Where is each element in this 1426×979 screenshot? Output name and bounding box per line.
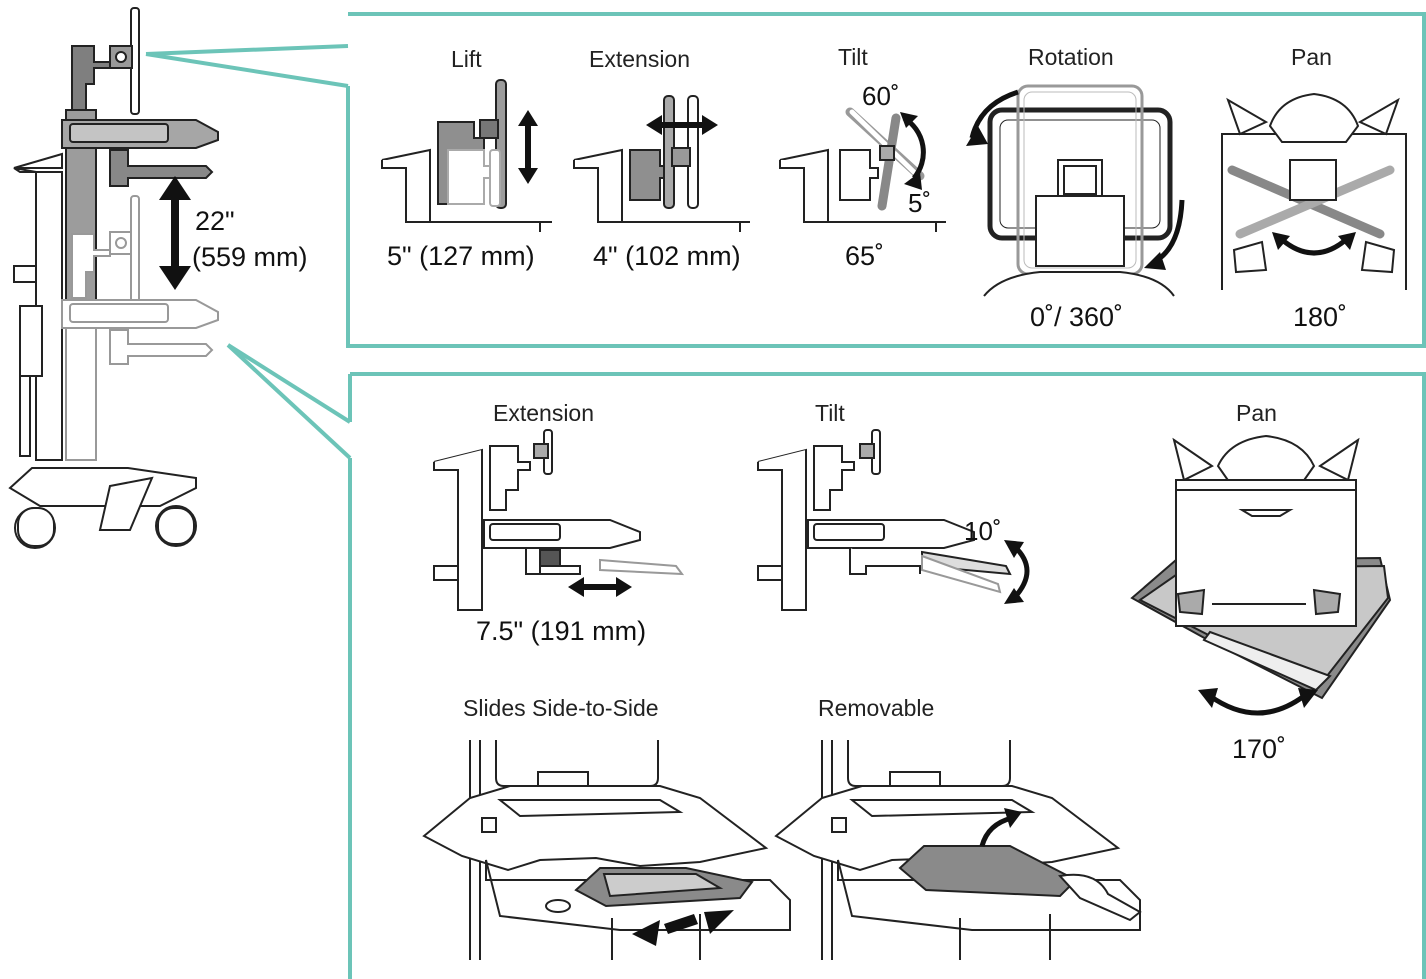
lift-title: Lift <box>451 46 482 72</box>
keyboard-pan-value: 170˚ <box>1232 734 1287 764</box>
cart-height-inches: 22" <box>195 206 235 236</box>
callout-frames <box>145 12 1426 979</box>
monitor-pan-title: Pan <box>1291 44 1332 70</box>
removable-title: Removable <box>818 695 935 721</box>
removable-drawing <box>774 740 1142 960</box>
rotation-title: Rotation <box>1028 44 1114 70</box>
monitor-pan-value: 180˚ <box>1293 302 1348 332</box>
monitor-extension-value: 4" (102 mm) <box>593 241 741 271</box>
keyboard-pan-drawing <box>1130 434 1392 716</box>
keyboard-tilt-value: 10˚ <box>964 516 1002 546</box>
keyboard-panel-frame-top <box>350 372 1426 979</box>
slides-drawing <box>422 740 791 960</box>
monitor-tilt-value: 65˚ <box>845 241 885 271</box>
lift-drawing <box>381 79 552 232</box>
monitor-extension-drawing <box>573 95 750 232</box>
keyboard-pan-title: Pan <box>1236 400 1277 426</box>
rotation-drawing <box>966 84 1185 297</box>
keyboard-callout-line-top <box>226 343 352 424</box>
monitor-panel-frame <box>346 12 1426 348</box>
monitor-extension-title: Extension <box>589 46 691 72</box>
keyboard-tilt-title: Tilt <box>815 400 845 426</box>
monitor-tilt-title: Tilt <box>838 44 868 70</box>
keyboard-extension-drawing <box>433 429 685 611</box>
monitor-tilt-drawing <box>779 107 946 232</box>
height-arrow <box>159 176 191 290</box>
keyboard-extension-value: 7.5" (191 mm) <box>476 616 647 646</box>
monitor-tilt-down: 5˚ <box>908 188 932 218</box>
keyboard-callout-line-bottom <box>226 343 352 460</box>
cart-height-mm: (559 mm) <box>192 242 308 272</box>
keyboard-tilt-drawing <box>757 429 1030 611</box>
monitor-callout-line-bottom <box>145 52 349 88</box>
monitor-tilt-up: 60˚ <box>862 81 900 111</box>
cart-illustration <box>8 7 219 549</box>
monitor-pan-drawing <box>1221 92 1407 290</box>
keyboard-extension-title: Extension <box>493 400 595 426</box>
lift-value: 5" (127 mm) <box>387 241 535 271</box>
rotation-value: 0˚/ 360˚ <box>1030 302 1124 332</box>
monitor-callout-line-top <box>145 44 349 56</box>
slides-title: Slides Side-to-Side <box>463 695 659 721</box>
